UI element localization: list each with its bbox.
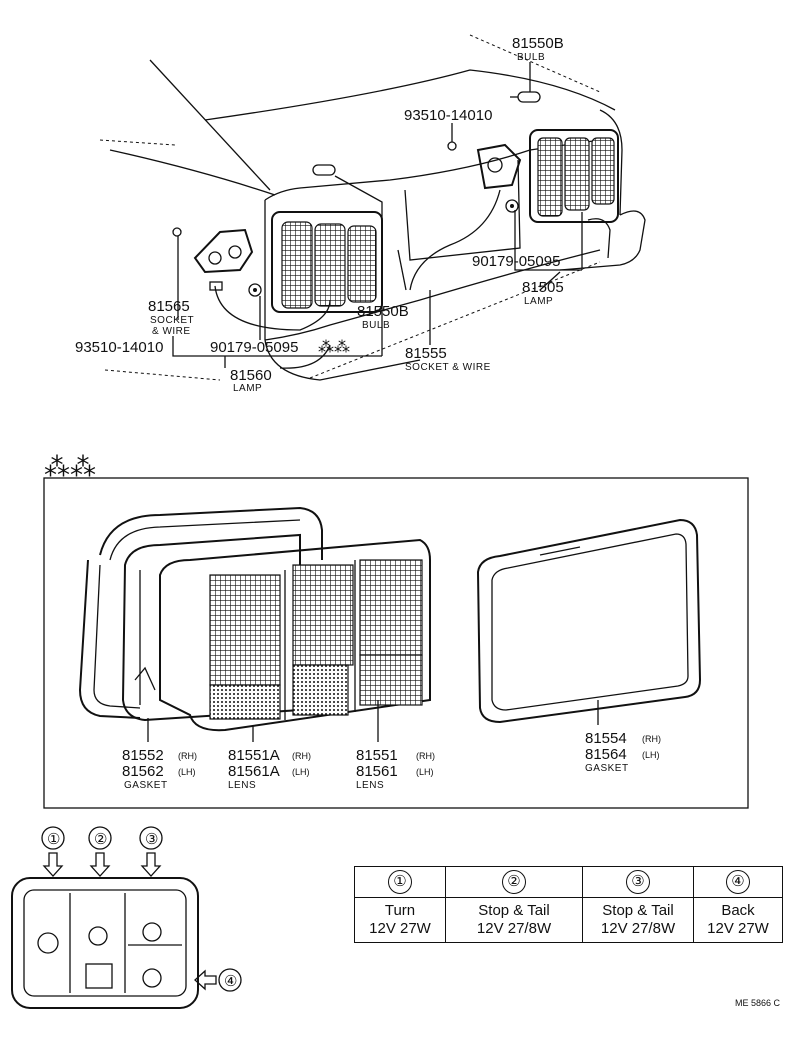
lens-b-side1: (RH) [416,751,435,761]
gasket-right-side2: (LH) [642,750,660,760]
lens-a-num1: 81551A [228,747,280,764]
top-leader-lines [172,62,583,369]
gasket-left-side2: (LH) [178,767,196,777]
car-body-outline [99,34,646,381]
lens-b-side2: (LH) [416,767,434,777]
gasket-right-num1: 81554 [585,730,627,747]
table-header-2: ② [445,866,583,898]
socket-left-name2: & WIRE [152,326,191,337]
detail-leader-lines [147,700,599,742]
lamp-left-number: 81560 [230,367,272,384]
clip-left-icon [172,227,182,237]
gasket-left-side1: (RH) [178,751,197,761]
bulb-top-name: BULB [517,52,545,63]
right-gasket-drawing [476,518,702,724]
bulb-mid-number: 81550B [357,303,409,320]
socket-right-number: 81555 [405,345,447,362]
svg-text:④: ④ [224,973,237,990]
socket-left-number: 81565 [148,298,190,315]
legend-callout-2: ② [88,826,112,877]
lamp-right-name: LAMP [524,296,553,307]
gasket-left-num1: 81552 [122,747,164,764]
screw-right-number: 90179-05095 [472,253,560,270]
table-header-4: ④ [693,866,783,898]
right-lamp-assembly [529,129,619,223]
clip-top-number: 93510-14010 [404,107,492,124]
svg-text:②: ② [94,831,107,848]
table-header-3: ③ [582,866,694,898]
legend-callout-1: ① [41,826,65,877]
screw-left-icon [248,283,262,297]
lens-b-name: LENS [356,780,384,791]
bulb-top-icon [510,91,541,103]
lens-a-num2: 81561A [228,763,280,780]
detail-marks: ⁂⁂ [44,452,96,482]
marks-left: ⁂⁂ [318,339,350,356]
lens-a-name: LENS [228,780,256,791]
lens-a-side1: (RH) [292,751,311,761]
screw-left-number: 90179-05095 [210,339,298,356]
legend-lamp-face [11,877,199,1009]
svg-text:③: ③ [145,831,158,848]
gasket-right-side1: (RH) [642,734,661,744]
bulb-mid-icon [312,164,336,176]
socket-left-name1: SOCKET [150,315,194,326]
footer-code: ME 5866 C [735,998,781,1008]
lens-b-num1: 81551 [356,747,398,764]
clip-left-number: 93510-14010 [75,339,163,356]
lamp-right-number: 81505 [522,279,564,296]
gasket-right-name: GASKET [585,763,629,774]
lens-a-side2: (LH) [292,767,310,777]
legend-callout-4: ④ [194,968,242,992]
legend-callout-3: ③ [139,826,163,877]
left-lamp-assembly [271,211,383,313]
svg-text:①: ① [47,831,60,848]
socket-right-name: SOCKET & WIRE [405,362,491,373]
right-socket-and-wire [397,143,522,291]
exploded-lamp-view [78,506,431,732]
detail-frame [43,477,749,809]
bulb-top-number: 81550B [512,35,564,52]
gasket-left-num2: 81562 [122,763,164,780]
screw-right-icon [505,199,519,213]
gasket-left-name: GASKET [124,780,168,791]
lens-b-num2: 81561 [356,763,398,780]
bulb-mid-name: BULB [362,320,390,331]
lamp-left-name: LAMP [233,383,262,394]
left-socket-and-wire [193,228,331,331]
table-header-1: ① [354,866,446,898]
clip-top-icon [447,141,457,151]
gasket-right-num2: 81564 [585,746,627,763]
